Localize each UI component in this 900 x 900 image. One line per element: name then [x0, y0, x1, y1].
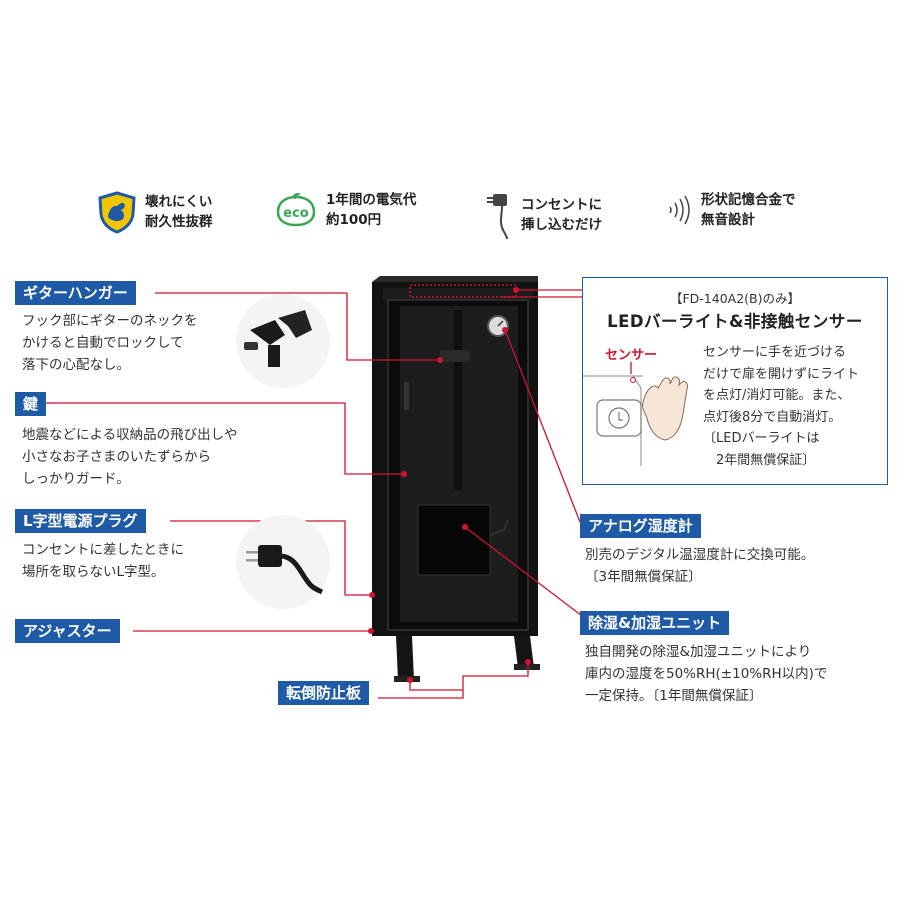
desc-line: 地震などによる収納品の飛び出しや — [22, 427, 238, 443]
l-plug-photo — [236, 515, 330, 609]
desc-line: 別売のデジタル温湿度計に交換可能。 — [585, 547, 815, 563]
sensor-label: センサー — [605, 348, 658, 363]
desc-line: 小さなお子さまのいたずらから — [22, 449, 211, 465]
sensor-desc-line: 2年間無償保証〕 — [703, 452, 816, 468]
feature-text-line: 耐久性抜群 — [145, 214, 213, 230]
feature-text-line: 壊れにくい — [145, 194, 213, 210]
power-plug-icon — [487, 194, 508, 240]
desc-hygrometer: 別売のデジタル温湿度計に交換可能。 〔3年間無償保証〕 — [585, 544, 814, 588]
eco-leaf-icon: eco — [276, 193, 316, 227]
hand-sensor-illustration — [583, 362, 688, 466]
desc-l-plug: コンセントに差したときに 場所を取らないL字型。 — [22, 539, 184, 583]
desc-unit: 独自開発の除湿&加湿ユニットにより 庫内の湿度を50%RH(±10%RH以内)で… — [585, 641, 827, 707]
leader-dots — [368, 287, 531, 683]
guitar-hanger-photo — [236, 294, 330, 388]
sensor-desc-line: を点灯/消灯可能。また、 — [703, 388, 851, 403]
feature-durable: 壊れにくい耐久性抜群 — [95, 190, 213, 234]
feature-text-line: 1年間の電気代 — [326, 192, 417, 208]
label-key: 鍵 — [15, 392, 47, 416]
feature-text-line: 無音設計 — [701, 212, 755, 228]
desc-line: かけると自動でロックして — [22, 335, 184, 351]
label-adjuster: アジャスター — [15, 619, 120, 643]
sensor-desc-line: だけで扉を開けずにライト — [703, 366, 860, 382]
desc-line: 落下の心配なし。 — [22, 357, 130, 373]
desc-line: しっかりガード。 — [22, 471, 130, 487]
eco-icon-text: eco — [283, 206, 309, 221]
silent-waves-icon — [669, 195, 690, 225]
desc-line: 一定保持。〔1年間無償保証〕 — [585, 688, 763, 704]
feature-text-line: コンセントに — [521, 197, 602, 213]
label-unit: 除湿&加湿ユニット — [580, 611, 730, 635]
desc-line: 独自開発の除湿&加湿ユニットにより — [585, 644, 812, 660]
sensor-info-box: 【FD-140A2(B)のみ】 LEDバーライト&非接触センサー センサー セン… — [582, 277, 888, 485]
sensor-description: センサーに手を近づける だけで扉を開けずにライト を点灯/消灯可能。また、 点灯… — [703, 342, 859, 471]
sensor-desc-line: 点灯後8分で自動消灯。 — [703, 409, 842, 425]
desc-line: 庫内の湿度を50%RH(±10%RH以内)で — [585, 666, 828, 682]
desc-line: コンセントに差したときに — [22, 542, 184, 558]
shield-arm-icon — [98, 191, 136, 234]
desc-guitar-hanger: フック部にギターのネックを かけると自動でロックして 落下の心配なし。 — [22, 310, 198, 376]
sensor-model-note: 【FD-140A2(B)のみ】 — [669, 291, 801, 306]
feature-plug: コンセントに挿し込むだけ — [485, 190, 602, 240]
feature-text-line: 形状記憶合金で — [701, 192, 796, 208]
label-hygrometer: アナログ湿度計 — [580, 514, 701, 538]
desc-line: 場所を取らないL字型。 — [22, 564, 165, 580]
dry-cabinet — [372, 276, 540, 682]
desc-key: 地震などによる収納品の飛び出しや 小さなお子さまのいたずらから しっかりガード。 — [22, 424, 237, 490]
desc-line: フック部にギターのネックを — [22, 313, 198, 329]
feature-eco: eco 1年間の電気代約100円 — [272, 190, 416, 230]
label-guitar-hanger: ギターハンガー — [15, 281, 136, 305]
feature-text-line: 挿し込むだけ — [521, 217, 602, 233]
sensor-title: LEDバーライト&非接触センサー — [607, 312, 863, 331]
feature-text-line: 約100円 — [326, 212, 382, 228]
feature-silent: 形状記憶合金で無音設計 — [665, 190, 796, 230]
leader-lines — [40, 289, 591, 699]
desc-line: 〔3年間無償保証〕 — [585, 569, 702, 585]
dehumidify-unit-box — [417, 504, 491, 576]
label-anti-tip: 転倒防止板 — [278, 681, 370, 705]
sensor-desc-line: 〔LEDバーライトは — [703, 431, 820, 446]
label-l-plug: L字型電源プラグ — [15, 509, 146, 533]
sensor-desc-line: センサーに手を近づける — [703, 345, 847, 360]
